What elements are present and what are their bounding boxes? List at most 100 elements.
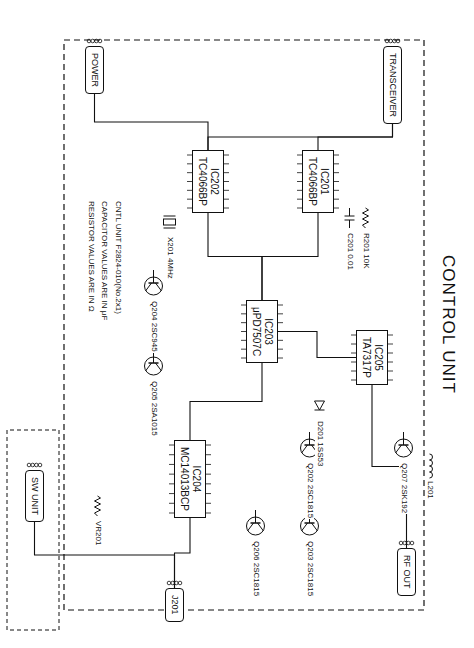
part-name: SW UNIT xyxy=(29,477,40,515)
ic-pin xyxy=(224,172,229,173)
component-label: L201 xyxy=(425,480,434,500)
note-text: CNTL UNIT F2824-010(No.2x1) xyxy=(113,200,122,315)
connector-pin xyxy=(178,581,182,585)
connector-pin xyxy=(396,39,400,43)
connector-pin xyxy=(31,463,35,467)
component-label: Q206 2SC1815 xyxy=(251,540,260,597)
component-label: R201 10K xyxy=(361,232,370,270)
connector-pin xyxy=(167,581,171,585)
capacitor-symbol xyxy=(345,208,355,228)
coil-symbol xyxy=(430,454,433,478)
connector-pin xyxy=(385,39,389,43)
ic-pin xyxy=(278,358,283,359)
part-name: IC201 xyxy=(318,157,330,206)
connector-pin xyxy=(389,39,393,43)
signal-wire xyxy=(208,213,262,300)
part-name: TC4066BP xyxy=(306,157,318,206)
connector-pin xyxy=(171,581,175,585)
connector-pin xyxy=(410,541,414,545)
signal-wire xyxy=(208,124,393,150)
ic-box: IC204MC14013BCP xyxy=(174,440,206,518)
ic-pin xyxy=(206,445,211,446)
diagram-title: CONTROL UNIT xyxy=(438,255,458,394)
part-name: IC204 xyxy=(190,447,202,511)
connector-pin xyxy=(35,463,39,467)
connector-block: TRANSCEIVER xyxy=(383,46,402,124)
connector-pin xyxy=(27,463,31,467)
ic-pin xyxy=(206,474,211,475)
ic-pin xyxy=(388,380,393,381)
signal-wire xyxy=(175,518,191,588)
ic-pin xyxy=(334,190,339,191)
ic-box: IC203μPD7507C xyxy=(246,300,278,363)
connector-pin xyxy=(91,39,95,43)
ic-pin xyxy=(206,483,211,484)
part-name: μPD7507C xyxy=(250,307,262,356)
ic-pin xyxy=(334,155,339,156)
resistor-symbol xyxy=(95,496,101,516)
ic-pin xyxy=(206,493,211,494)
connector-pin xyxy=(403,541,407,545)
ic-pin xyxy=(224,181,229,182)
ic-box: IC205TA7317P xyxy=(356,330,388,385)
component-label: Q207 2SK192 xyxy=(399,462,408,514)
ic-pin xyxy=(224,199,229,200)
sub-board-outline xyxy=(7,430,59,630)
transistor-symbol xyxy=(145,270,163,295)
ic-pin xyxy=(206,454,211,455)
connector-pin xyxy=(175,581,179,585)
components xyxy=(27,39,432,585)
ic-pin xyxy=(278,305,283,306)
connector-pin xyxy=(399,541,403,545)
part-name: TRANSCEIVER xyxy=(387,53,398,117)
connector-block: SW UNIT xyxy=(25,470,44,522)
component-label: Q203 2SC1815 xyxy=(305,540,314,597)
part-name: RF OUT xyxy=(401,555,412,589)
part-name: MC14013BCP xyxy=(178,447,190,511)
component-label: Q204 2SC945 xyxy=(149,300,158,353)
ic-box: IC201TC4066BP xyxy=(302,150,334,213)
ic-pin xyxy=(206,503,211,504)
diode-symbol xyxy=(315,401,325,410)
crystal-symbol xyxy=(164,216,176,228)
part-name: TC4066BP xyxy=(196,157,208,206)
connector-pin xyxy=(38,463,42,467)
ic-pin xyxy=(334,172,339,173)
part-name: IC203 xyxy=(262,307,274,356)
component-label: VR201 xyxy=(93,520,102,546)
ic-pin xyxy=(206,464,211,465)
component-label: Q205 2SA1015 xyxy=(149,380,158,437)
board-outline xyxy=(64,40,424,610)
ic-pin xyxy=(278,322,283,323)
ic-pin xyxy=(278,340,283,341)
connector-block: J201 xyxy=(165,588,184,622)
ic-pin xyxy=(278,313,283,314)
transistor-symbol xyxy=(247,510,265,535)
signal-wire xyxy=(262,213,318,300)
connector-pin xyxy=(393,39,397,43)
ic-pin xyxy=(388,371,393,372)
part-name: IC205 xyxy=(372,337,384,378)
signal-wire xyxy=(190,363,262,440)
ic-pin xyxy=(334,208,339,209)
ic-pin xyxy=(224,190,229,191)
ic-pin xyxy=(388,335,393,336)
transistor-symbol xyxy=(145,350,163,375)
connector-pin xyxy=(407,541,411,545)
ic-pin xyxy=(334,163,339,164)
part-name: IC202 xyxy=(208,157,220,206)
connector-pin xyxy=(95,39,99,43)
ic-pin xyxy=(334,181,339,182)
ic-pin xyxy=(224,208,229,209)
ic-pin xyxy=(278,349,283,350)
signal-wire xyxy=(35,522,175,588)
component-label: Q202 2SC1815 xyxy=(305,462,314,519)
ic-pin xyxy=(224,155,229,156)
component-label: D201 1SS53 xyxy=(315,420,324,467)
part-name: TA7317P xyxy=(360,337,372,378)
ic-pin xyxy=(388,344,393,345)
note-text: RESISTOR VALUES ARE IN Ω xyxy=(86,200,95,313)
component-label: C201 0.01 xyxy=(345,232,354,271)
connector-block: RF OUT xyxy=(397,548,416,596)
ic-pin xyxy=(334,199,339,200)
